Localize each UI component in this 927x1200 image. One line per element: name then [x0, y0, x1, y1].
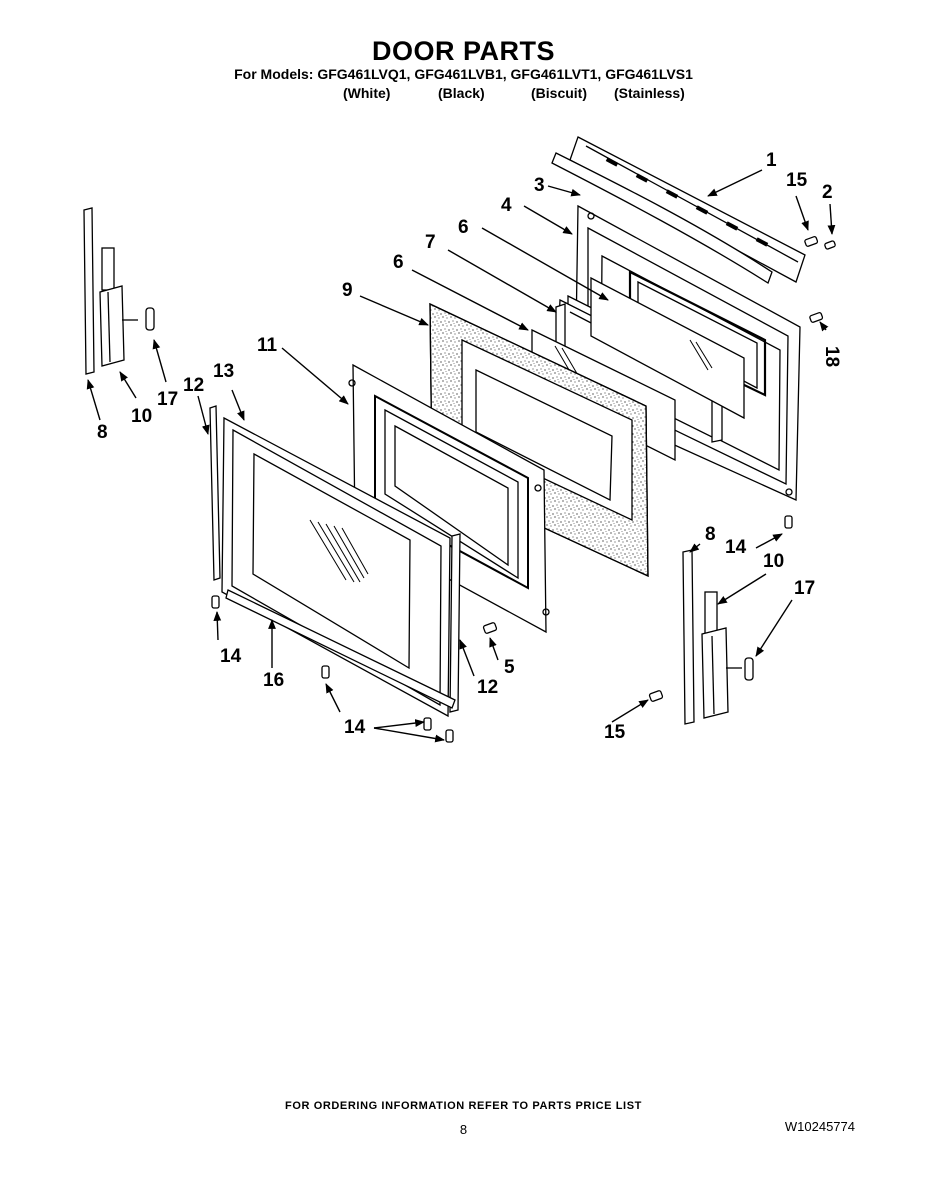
finish-black: (Black): [438, 85, 485, 101]
models-line: For Models: GFG461LVQ1, GFG461LVB1, GFG4…: [234, 66, 693, 82]
finish-stainless: (Stainless): [614, 85, 685, 101]
callout-11: 11: [257, 335, 278, 356]
callout-3: 3: [534, 175, 545, 196]
screws: [211, 236, 836, 743]
outer-door-glass-part: [221, 416, 451, 718]
trim-strip-part: [551, 152, 773, 284]
page-number: 8: [459, 1122, 468, 1137]
callout-8-right: 8: [705, 524, 716, 545]
side-trim-left-part: [209, 405, 221, 581]
hinge-assembly-right-part: [682, 549, 754, 725]
callout-14-right: 14: [725, 537, 747, 558]
callout-12-left: 12: [183, 375, 204, 396]
callout-7: 7: [425, 232, 436, 253]
callout-14-left: 14: [220, 646, 242, 667]
callout-10-right: 10: [763, 551, 784, 572]
callout-15-top: 15: [786, 170, 808, 191]
callout-8-left: 8: [97, 422, 108, 443]
callout-17-left: 17: [157, 389, 178, 410]
callout-17-right: 17: [794, 578, 815, 599]
callout-9: 9: [342, 280, 353, 301]
callout-18: 18: [821, 346, 842, 367]
callout-15-bottom: 15: [604, 722, 626, 743]
leader-lines: [86, 169, 836, 743]
callout-4: 4: [501, 195, 512, 216]
inner-door-liner-part: [348, 363, 550, 634]
callout-5: 5: [504, 657, 515, 678]
side-trim-right-part: [449, 533, 461, 713]
insulation-part: [429, 302, 649, 578]
callout-numbers: 1 2 3 4 5 6 6 7 8 8 9 10 10 11 12 12 13 …: [97, 150, 842, 743]
callout-12-right: 12: [477, 677, 498, 698]
callout-2: 2: [822, 182, 833, 203]
page-title: DOOR PARTS: [371, 36, 555, 66]
document-number: W10245774: [784, 1119, 855, 1134]
callout-13: 13: [213, 361, 234, 382]
glass-glare: [689, 339, 713, 371]
callout-10-left: 10: [131, 406, 152, 427]
callout-16: 16: [263, 670, 284, 691]
callout-1: 1: [766, 150, 777, 171]
vent-trim-part: [569, 136, 806, 283]
ordering-note: FOR ORDERING INFORMATION REFER TO PARTS …: [285, 1100, 642, 1112]
bottom-trim-part: [225, 589, 456, 709]
finish-biscuit: (Biscuit): [531, 85, 587, 101]
hinge-assembly-left-part: [83, 207, 155, 375]
callout-14-bottom: 14: [344, 717, 366, 738]
window-glass-rear-part: [590, 276, 745, 420]
callout-6-rear: 6: [458, 217, 469, 238]
finish-white: (White): [343, 85, 391, 101]
callout-6-front: 6: [393, 252, 404, 273]
